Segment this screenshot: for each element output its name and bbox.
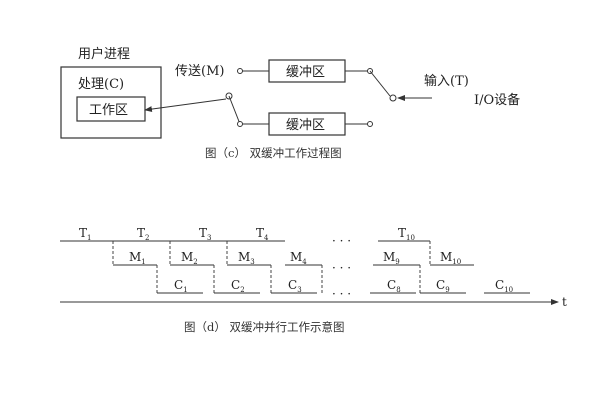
label-c-3: C3 xyxy=(288,278,302,294)
ellipsis-t: · · · xyxy=(332,234,351,248)
label-c-10: C10 xyxy=(495,278,513,294)
label-m-3: M3 xyxy=(238,250,255,266)
figure-c: 用户进程 处理(C) 工作区 传送(M) 缓冲区 缓冲区 输入(T) I/O设备… xyxy=(60,46,520,160)
label-t-1: T1 xyxy=(79,226,91,242)
buffer-bottom-label: 缓冲区 xyxy=(286,118,325,133)
work-area-label: 工作区 xyxy=(89,103,128,118)
io-device-label: I/O设备 xyxy=(474,92,520,108)
label-m-10: M10 xyxy=(440,250,461,266)
user-process-label: 用户进程 xyxy=(78,46,130,62)
input-label: 输入(T) xyxy=(424,73,469,89)
label-m-2: M2 xyxy=(181,250,198,266)
ellipsis-m: · · · xyxy=(332,261,351,275)
label-t-2: T2 xyxy=(137,226,149,242)
label-c-8: C8 xyxy=(387,278,401,294)
label-c-9: C9 xyxy=(436,278,450,294)
label-m-9: M9 xyxy=(383,250,400,266)
buffer-top-label: 缓冲区 xyxy=(286,65,325,80)
right-switch-pivot xyxy=(389,94,397,102)
process-label: 处理(C) xyxy=(78,77,124,92)
label-c-2: C2 xyxy=(231,278,245,294)
label-t-3: T3 xyxy=(199,226,211,242)
label-m-1: M1 xyxy=(129,250,146,266)
ellipsis-c: · · · xyxy=(332,287,351,301)
label-c-1: C1 xyxy=(174,278,188,294)
send-label: 传送(M) xyxy=(175,64,224,79)
label-m-4: M4 xyxy=(290,250,307,266)
time-axis-label: t xyxy=(562,295,567,309)
label-t-4: T4 xyxy=(256,226,269,242)
user-process-box xyxy=(60,66,162,139)
caption-c: 图（c） 双缓冲工作过程图 xyxy=(205,146,342,160)
figure-d: t T1 T2 T3 T4 T10 M1 M2 M3 M4 M9 M10 C1 C2 C3 C8 C9 C1… xyxy=(60,226,567,334)
to-work-area-arrow xyxy=(144,98,227,113)
label-t-10: T10 xyxy=(398,226,415,242)
caption-d: 图（d） 双缓冲并行工作示意图 xyxy=(184,320,345,334)
